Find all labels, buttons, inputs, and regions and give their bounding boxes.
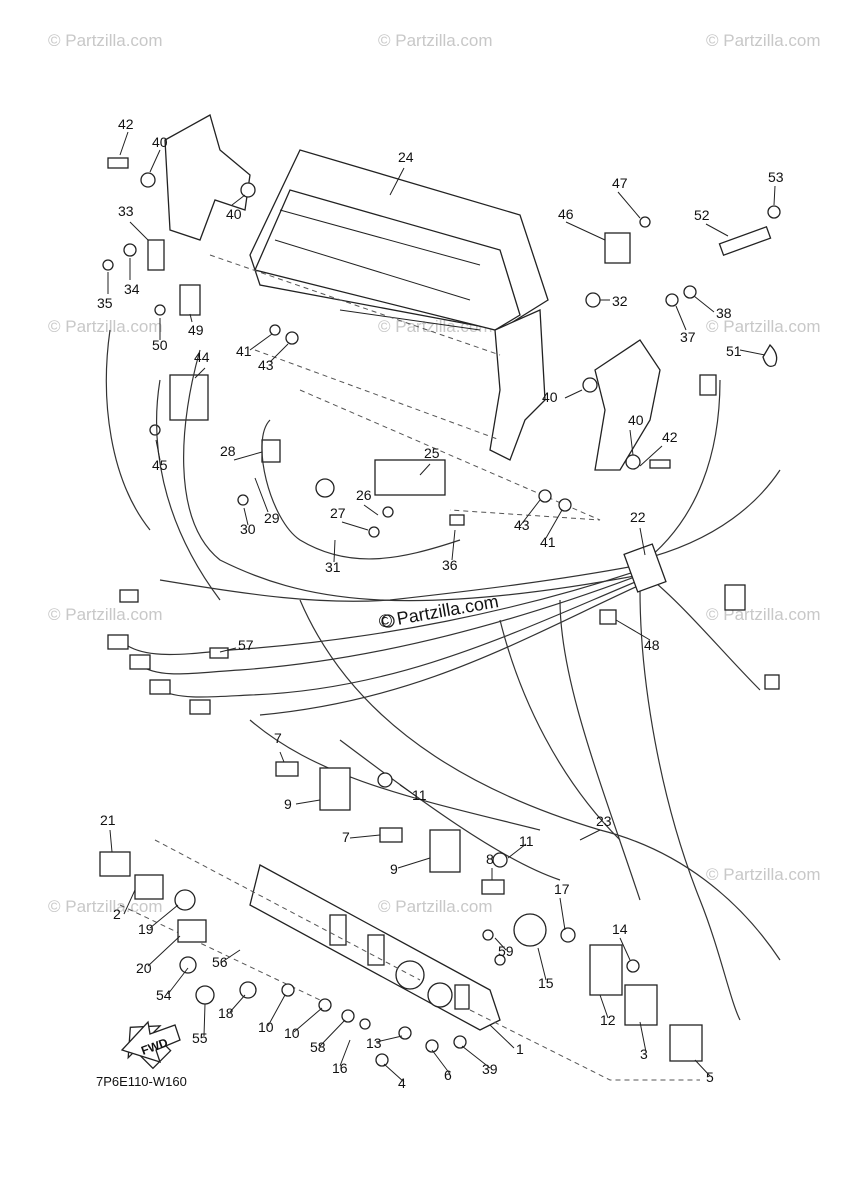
watermark: © Partzilla.com bbox=[378, 31, 493, 50]
callout-41: 41 bbox=[236, 343, 252, 359]
callout-9: 9 bbox=[390, 861, 398, 877]
callout-30: 30 bbox=[240, 521, 256, 537]
callout-36: 36 bbox=[442, 557, 458, 573]
callout-31: 31 bbox=[325, 559, 341, 575]
watermark: © Partzilla.com bbox=[706, 31, 821, 50]
callout-43: 43 bbox=[258, 357, 274, 373]
callout-13: 13 bbox=[366, 1035, 382, 1051]
callout-7: 7 bbox=[274, 730, 282, 746]
brand-stamp-text: © Partzilla.com bbox=[377, 591, 500, 632]
callout-11: 11 bbox=[412, 787, 427, 803]
callout-55: 55 bbox=[192, 1030, 208, 1046]
watermark: © Partzilla.com bbox=[706, 605, 821, 624]
callout-54: 54 bbox=[156, 987, 172, 1003]
callout-22: 22 bbox=[630, 509, 646, 525]
callout-17: 17 bbox=[554, 881, 570, 897]
watermark: © Partzilla.com bbox=[48, 31, 163, 50]
callout-19: 19 bbox=[138, 921, 154, 937]
callout-5: 5 bbox=[706, 1069, 714, 1085]
callout-45: 45 bbox=[152, 457, 168, 473]
callout-labels: 42 40 40 24 47 46 53 52 33 35 34 32 38 3… bbox=[97, 116, 784, 1091]
brand-stamp: © Partzilla.com bbox=[377, 591, 500, 632]
callout-10: 10 bbox=[284, 1025, 300, 1041]
callout-42: 42 bbox=[662, 429, 678, 445]
callout-21: 21 bbox=[100, 812, 116, 828]
callout-24: 24 bbox=[398, 149, 414, 165]
callout-29: 29 bbox=[264, 510, 280, 526]
callout-58: 58 bbox=[310, 1039, 326, 1055]
callout-9: 9 bbox=[284, 796, 292, 812]
callout-52: 52 bbox=[694, 207, 710, 223]
callout-50: 50 bbox=[152, 337, 168, 353]
callout-56: 56 bbox=[212, 954, 228, 970]
callout-15: 15 bbox=[538, 975, 554, 991]
callout-7: 7 bbox=[342, 829, 350, 845]
callout-4: 4 bbox=[398, 1075, 406, 1091]
callout-2: 2 bbox=[113, 906, 121, 922]
callout-34: 34 bbox=[124, 281, 140, 297]
watermark: © Partzilla.com bbox=[706, 865, 821, 884]
callout-1: 1 bbox=[516, 1041, 524, 1057]
callout-51: 51 bbox=[726, 343, 742, 359]
callout-53: 53 bbox=[768, 169, 784, 185]
callout-33: 33 bbox=[118, 203, 134, 219]
callout-10: 10 bbox=[258, 1019, 274, 1035]
callout-59: 59 bbox=[498, 943, 514, 959]
watermark: © Partzilla.com bbox=[48, 317, 163, 336]
callout-8: 8 bbox=[486, 851, 494, 867]
callout-48: 48 bbox=[644, 637, 660, 653]
callout-3: 3 bbox=[640, 1046, 648, 1062]
callout-11: 11 bbox=[519, 833, 534, 849]
callout-6: 6 bbox=[444, 1067, 452, 1083]
callout-18: 18 bbox=[218, 1005, 234, 1021]
callout-27: 27 bbox=[330, 505, 346, 521]
callout-42: 42 bbox=[118, 116, 134, 132]
callout-28: 28 bbox=[220, 443, 236, 459]
copyright-icon bbox=[381, 614, 395, 628]
callout-37: 37 bbox=[680, 329, 696, 345]
callout-40: 40 bbox=[152, 134, 168, 150]
callout-26: 26 bbox=[356, 487, 372, 503]
callout-38: 38 bbox=[716, 305, 732, 321]
watermark: © Partzilla.com bbox=[378, 897, 493, 916]
watermark: © Partzilla.com bbox=[48, 605, 163, 624]
callout-20: 20 bbox=[136, 960, 152, 976]
callout-40: 40 bbox=[542, 389, 558, 405]
leader-lines bbox=[107, 131, 776, 1083]
hardware-parts bbox=[102, 157, 781, 538]
watermark: © Partzilla.com bbox=[706, 317, 821, 336]
callout-25: 25 bbox=[424, 445, 440, 461]
watermark-layer: © Partzilla.com © Partzilla.com © Partzi… bbox=[48, 31, 821, 916]
callout-35: 35 bbox=[97, 295, 113, 311]
callout-14: 14 bbox=[612, 921, 628, 937]
callout-41: 41 bbox=[540, 534, 556, 550]
callout-57: 57 bbox=[238, 637, 254, 653]
forward-arrow-icon bbox=[120, 1020, 181, 1064]
watermark: © Partzilla.com bbox=[48, 897, 163, 916]
callout-46: 46 bbox=[558, 206, 574, 222]
wire-harness bbox=[105, 329, 781, 1021]
diagram-code: 7P6E110-W160 bbox=[96, 1074, 187, 1089]
callout-40: 40 bbox=[628, 412, 644, 428]
callout-16: 16 bbox=[332, 1060, 348, 1076]
callout-43: 43 bbox=[514, 517, 530, 533]
callout-23: 23 bbox=[596, 813, 612, 829]
callout-40: 40 bbox=[226, 206, 242, 222]
callout-12: 12 bbox=[600, 1012, 616, 1028]
console-frame bbox=[164, 114, 661, 521]
callout-32: 32 bbox=[612, 293, 628, 309]
callout-49: 49 bbox=[188, 322, 204, 338]
callout-47: 47 bbox=[612, 175, 628, 191]
callout-44: 44 bbox=[194, 349, 210, 365]
